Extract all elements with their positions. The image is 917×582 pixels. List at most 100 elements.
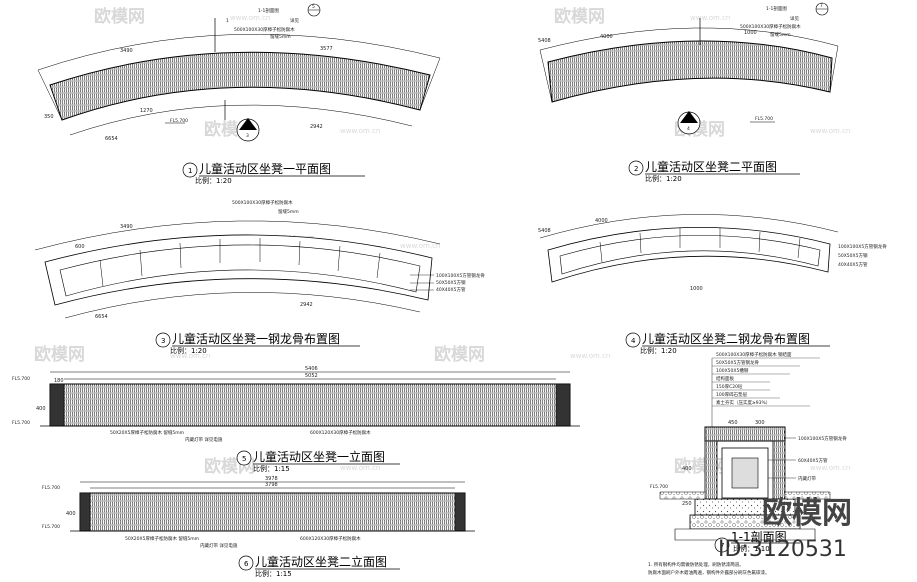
annotation-wood-face: 600X120X30厚樟子松防腐木 xyxy=(300,535,361,542)
frame1-inner xyxy=(59,244,421,297)
dim-label: 5408 xyxy=(538,228,551,234)
annotation-wood-face: 600X120X30厚樟子松防腐木 xyxy=(310,429,371,436)
elevation-level: FL5.700 xyxy=(650,484,668,490)
dim-label: 400 xyxy=(682,466,692,472)
drawing-title: 儿童活动区坐凳一平面图 xyxy=(199,161,331,176)
drawing-title: 1-1剖面图 xyxy=(731,530,787,544)
dim-label: 600 xyxy=(75,244,85,250)
annotation-finish: 详见 xyxy=(790,15,799,22)
dim-label: 2942 xyxy=(310,124,323,130)
dim-label: 5406 xyxy=(305,366,318,372)
drawing-6-elevation: 3978 3798 400 FL5.700 FL5.700 50X20X5厚樟子… xyxy=(42,476,475,578)
north-arrow-mark: 3 xyxy=(246,133,249,139)
annotation-steel1: 100X100X5方管钢龙骨 xyxy=(436,272,485,279)
bench1-end-cap-left xyxy=(49,383,65,427)
dim-label: 3577 xyxy=(320,46,333,52)
bench1-elevation-body xyxy=(49,383,571,427)
drawing-scale: 比例：1:10 xyxy=(733,544,770,553)
drawing-number: 2 xyxy=(634,165,638,173)
section-note: 结构面板 xyxy=(716,375,734,382)
bench2-end-cap-right xyxy=(454,492,466,532)
watermark-text: 欧模网 xyxy=(94,6,145,27)
section-soil xyxy=(674,528,816,541)
watermark-text: 欧模网 xyxy=(554,6,605,27)
annotation-steel1: 100X100X5方管钢龙骨 xyxy=(838,243,887,250)
drawing-4-steel-frame: 4000 5408 1000 100X100X5方管钢龙骨 50X50X5方钢 … xyxy=(538,214,887,355)
section-note: 素土夯实（压实度≥93%） xyxy=(716,399,770,406)
bench1-end-cap-right xyxy=(555,383,571,427)
annotation-steel2: 50X50X5方钢 xyxy=(436,279,466,286)
annotation-steel3: 40X40X5方管 xyxy=(838,261,868,268)
drawing-2-plan: 4000 5408 1000 500X100X30厚樟子松防腐木 详见 留缝5m… xyxy=(538,2,839,183)
north-arrow: 3 xyxy=(236,118,260,142)
drawing-number: 3 xyxy=(161,337,165,345)
elevation-level: FL5.700 xyxy=(42,524,60,530)
section-paving xyxy=(659,491,831,500)
frame2-dim-arc xyxy=(539,214,839,239)
watermark-url: www.om.cn xyxy=(810,127,850,135)
annotation-joint: 留缝5mm xyxy=(270,33,291,40)
dim-label: 6654 xyxy=(105,136,118,142)
watermark-url: www.om.cn xyxy=(570,352,610,360)
dim-label: 350 xyxy=(44,114,54,120)
dim-label: 250 xyxy=(682,501,692,507)
drawing-title: 儿童活动区坐凳二钢龙骨布置图 xyxy=(642,331,810,346)
watermark-url: www.om.cn xyxy=(230,14,270,22)
drawing-title-1: 1 儿童活动区坐凳一平面图 比例：1:20 xyxy=(182,161,365,185)
section-note: 100厚碎石垫层 xyxy=(716,391,748,398)
section-note: 50X50X5方管钢龙骨 xyxy=(716,359,759,366)
watermark-url: www.om.cn xyxy=(400,242,440,250)
section-mark-number: 7 xyxy=(820,3,823,9)
dim-label: 1000 xyxy=(744,30,757,36)
bench1-outer-dim-arc xyxy=(37,33,441,71)
drawing-5-elevation: 5406 5052 180 400 FL5.700 FL5.700 50X20X… xyxy=(12,366,580,473)
bench1-plan-body xyxy=(49,51,431,121)
watermark-text: 欧模网 xyxy=(434,344,485,365)
section-general-note: 1. 所有钢构件均需做防锈处理，刷防锈漆两道。 xyxy=(648,561,744,568)
dim-label: 2942 xyxy=(300,302,313,308)
annotation-finish: 详见 xyxy=(290,17,299,24)
drawing-number: 6 xyxy=(244,560,249,568)
drawing-title-7: 7 1-1剖面图 比例：1:10 xyxy=(714,530,800,553)
frame1-ribs xyxy=(99,238,381,287)
dim-label: 4000 xyxy=(595,218,608,224)
dim-label: 5408 xyxy=(538,38,551,44)
section-side-right xyxy=(772,440,786,500)
drawing-scale: 比例：1:15 xyxy=(253,464,290,473)
drawing-title: 儿童活动区坐凳二立面图 xyxy=(255,554,387,569)
section-inner-tube xyxy=(731,457,759,489)
section-seat-top xyxy=(704,426,786,442)
section-callout-label: 1-1剖面图 xyxy=(258,7,279,14)
dim-label: 1000 xyxy=(690,286,703,292)
watermark-text: 欧模网 xyxy=(34,344,85,365)
dim-label: 450 xyxy=(728,420,738,426)
brand-watermark: 欧模网 ID:3120531 xyxy=(718,496,852,562)
bench2-dim-arc xyxy=(539,27,839,51)
drawing-scale: 比例：1:20 xyxy=(640,346,677,355)
section-note: 500X100X30厚樟子松防腐木 钢结面 xyxy=(716,351,792,358)
drawing-number: 4 xyxy=(631,337,636,345)
frame2-inner xyxy=(559,235,821,275)
watermark-url: www.om.cn xyxy=(810,464,850,472)
section-note: 150厚C20砼 xyxy=(716,383,743,390)
watermark-url: www.om.cn xyxy=(170,352,210,360)
annotation-joint: 留缝5mm xyxy=(278,208,299,215)
elevation-level: FL5.700 xyxy=(42,485,60,491)
drawing-title-3: 3 儿童活动区坐凳一钢龙骨布置图 比例：1:20 xyxy=(155,331,360,355)
drawing-title: 儿童活动区坐凳二平面图 xyxy=(645,159,777,174)
brand-name: 欧模网 xyxy=(762,496,852,531)
drawing-number: 7 xyxy=(720,542,724,550)
dim-label: 400 xyxy=(36,406,46,412)
section-mark-number: 5 xyxy=(312,4,315,10)
cut-mark-label: 1 xyxy=(226,18,229,24)
dim-label: 3798 xyxy=(265,482,278,488)
watermark-url: www.om.cn xyxy=(340,464,380,472)
drawing-7-section: 450 300 400 250 FL5.700 500X100X30厚樟子松防腐… xyxy=(648,351,847,576)
drawing-title: 儿童活动区坐凳一立面图 xyxy=(253,449,385,464)
bench1-end-right xyxy=(419,57,441,111)
annotation-hidden-light: 内藏灯带 详见电施 xyxy=(185,436,223,443)
drawing-3-steel-frame: 3490 600 2942 6654 500X100X30厚樟子松防腐木 留缝5… xyxy=(34,199,485,355)
dim-label: 3490 xyxy=(120,48,133,54)
bench2-plan-body xyxy=(547,40,833,103)
